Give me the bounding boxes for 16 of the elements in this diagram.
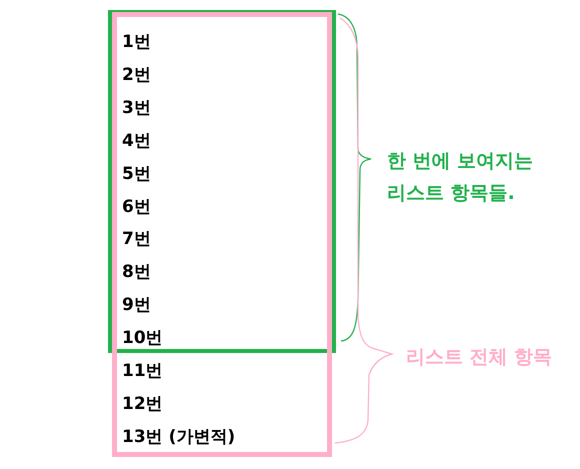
list-item: 12번 — [122, 394, 163, 414]
list-item: 7번 — [122, 229, 151, 249]
list-item: 3번 — [122, 98, 151, 118]
brace-label: 한 번에 보여지는 리스트 항목들. — [387, 149, 534, 206]
rectangle-frame — [112, 12, 332, 457]
list-item: 9번 — [122, 295, 151, 315]
list-item: 11번 — [122, 361, 163, 381]
list-item: 1번 — [122, 32, 151, 52]
brace-label: 리스트 전체 항목 — [406, 345, 552, 370]
list-item: 2번 — [122, 65, 151, 85]
list-item: 6번 — [122, 197, 151, 217]
list-item: 4번 — [122, 131, 151, 151]
list-item: 8번 — [122, 262, 151, 282]
list-item: 5번 — [122, 164, 151, 184]
list-item: 10번 — [122, 328, 163, 348]
list-item: 13번 (가변적) — [122, 427, 236, 447]
